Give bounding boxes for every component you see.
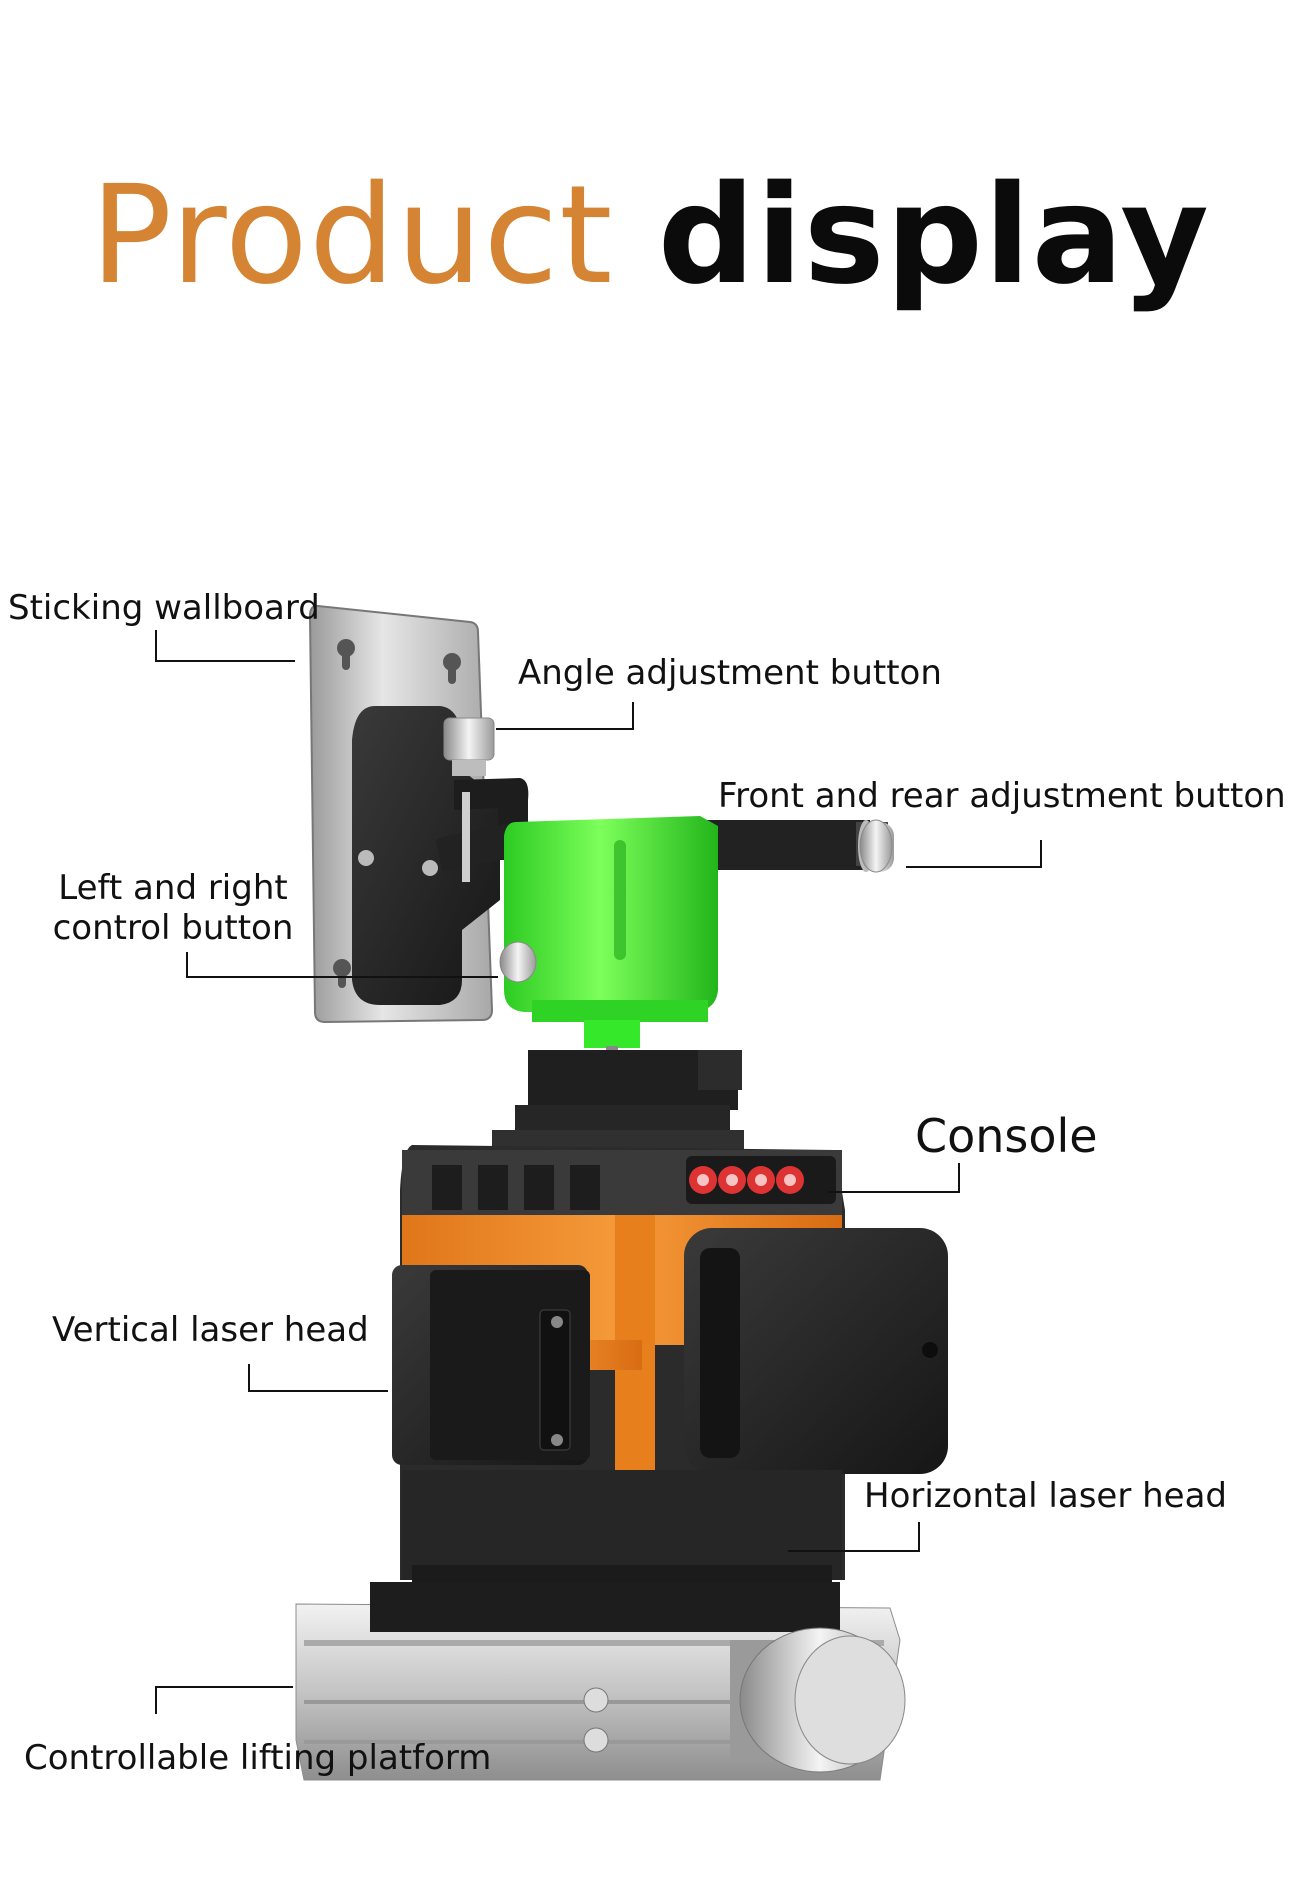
title-word-product: Product	[90, 157, 614, 315]
lifting-platform	[295, 1582, 906, 1781]
console-panel	[686, 1156, 836, 1204]
leader-line-horizontal-laser-head	[788, 1522, 920, 1552]
callout-left-right-control-button: Left and right control button	[43, 868, 303, 948]
leader-line-lifting-platform	[155, 1686, 293, 1714]
leader-line-wallboard	[155, 630, 295, 662]
callout-console: Console	[915, 1109, 1098, 1163]
page-title: Product display	[0, 168, 1300, 304]
title-word-display: display	[657, 157, 1210, 315]
callout-vertical-laser-head: Vertical laser head	[52, 1310, 369, 1350]
leader-line-front-rear-adjustment	[906, 840, 1042, 868]
leader-line-angle-adjustment	[496, 702, 634, 730]
callout-horizontal-laser-head: Horizontal laser head	[864, 1476, 1227, 1516]
knob-icon	[443, 717, 495, 776]
callout-angle-adjustment-button: Angle adjustment button	[518, 653, 942, 693]
callout-controllable-lifting-platform: Controllable lifting platform	[24, 1738, 492, 1778]
callout-sticking-wallboard: Sticking wallboard	[8, 588, 320, 628]
vertical-laser-head-shape	[392, 1265, 590, 1465]
bracket-clamp	[352, 706, 529, 1005]
console-button-icon	[689, 1166, 804, 1194]
leader-line-console	[828, 1163, 960, 1193]
leader-line-vertical-laser-head	[248, 1364, 388, 1392]
callout-front-rear-adjustment-button: Front and rear adjustment button	[718, 776, 1286, 816]
laser-body	[392, 1145, 948, 1605]
top-mount	[492, 1050, 744, 1158]
green-bracket	[499, 816, 894, 1056]
keyhole-slot-icon	[333, 639, 461, 988]
leader-line-left-right-control	[186, 952, 498, 978]
horizontal-laser-head-shape	[684, 1228, 948, 1474]
callout-left-right-line1: Left and right	[58, 868, 288, 908]
callout-left-right-line2: control button	[52, 908, 294, 948]
